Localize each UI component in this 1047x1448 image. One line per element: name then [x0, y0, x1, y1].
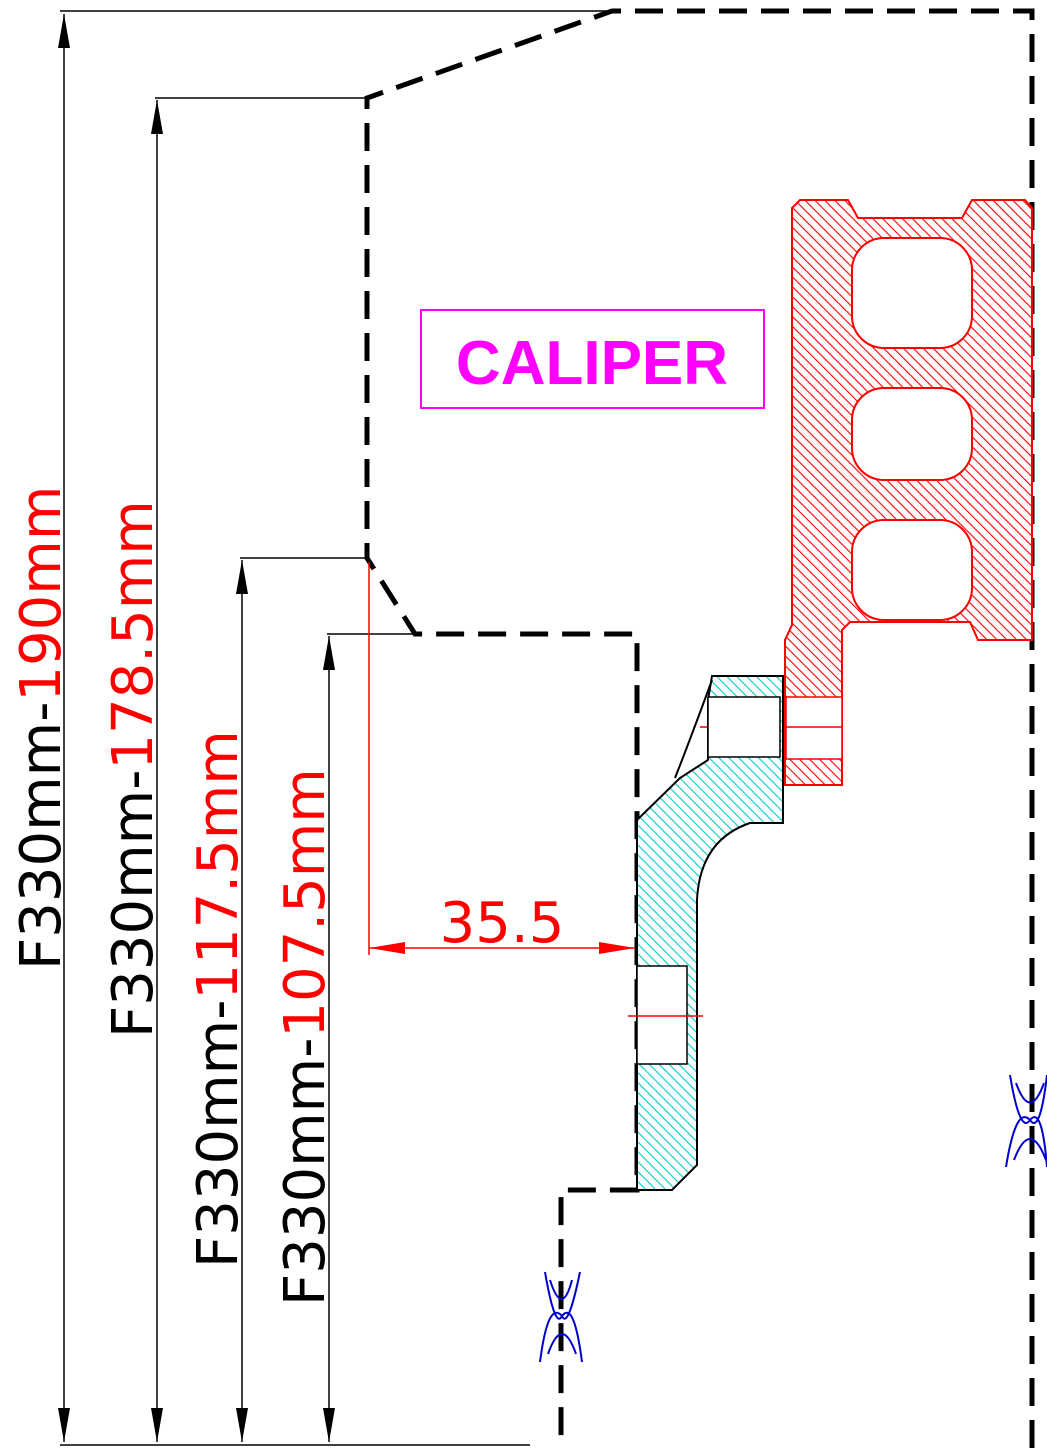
- dimension-value: 117.5mm: [186, 730, 251, 999]
- dimension-label-178-5: F330mm-178.5mm: [101, 500, 166, 1038]
- dimension-prefix: F330mm-: [273, 1038, 338, 1306]
- caliper-bolt-gap: [785, 696, 843, 760]
- caliper-bore-3: [851, 519, 973, 621]
- break-symbol-right: [1005, 1074, 1047, 1168]
- caliper-envelope-outline: [364, 8, 1035, 1448]
- caliper-bore-2: [851, 387, 973, 481]
- dimension-value: 190mm: [9, 486, 74, 702]
- adapter-lower-bore: [636, 965, 688, 1065]
- offset-arrow-right: [599, 942, 635, 954]
- caliper-label-box: [420, 309, 765, 409]
- adapter-section: [628, 675, 784, 1191]
- dimension-label-190: F330mm-190mm: [9, 486, 74, 970]
- dimension-prefix: F330mm-: [186, 1000, 251, 1268]
- offset-dimension: 35.5: [368, 562, 635, 956]
- adapter-upper-bore: [707, 696, 781, 758]
- dimension-labels: F330mm-190mm F330mm-178.5mm F330mm-117.5…: [9, 486, 338, 1306]
- caliper-section: [700, 199, 1033, 786]
- offset-arrow-left: [369, 942, 405, 954]
- dimension-value: 107.5mm: [273, 768, 338, 1037]
- dimension-value: 178.5mm: [101, 500, 166, 769]
- dimension-arrows: [58, 14, 335, 1442]
- dimension-label-117-5: F330mm-117.5mm: [186, 730, 251, 1268]
- dimension-prefix: F330mm-: [101, 770, 166, 1038]
- dimension-prefix: F330mm-: [9, 702, 74, 970]
- caliper-label: CALIPER: [420, 309, 765, 409]
- dimension-lines: [60, 10, 612, 1446]
- offset-value: 35.5: [440, 891, 565, 956]
- caliper-bore-1: [851, 237, 973, 349]
- caliper-label-text: CALIPER: [456, 329, 728, 398]
- break-symbol-left: [539, 1271, 583, 1363]
- dimension-label-107-5: F330mm-107.5mm: [273, 768, 338, 1306]
